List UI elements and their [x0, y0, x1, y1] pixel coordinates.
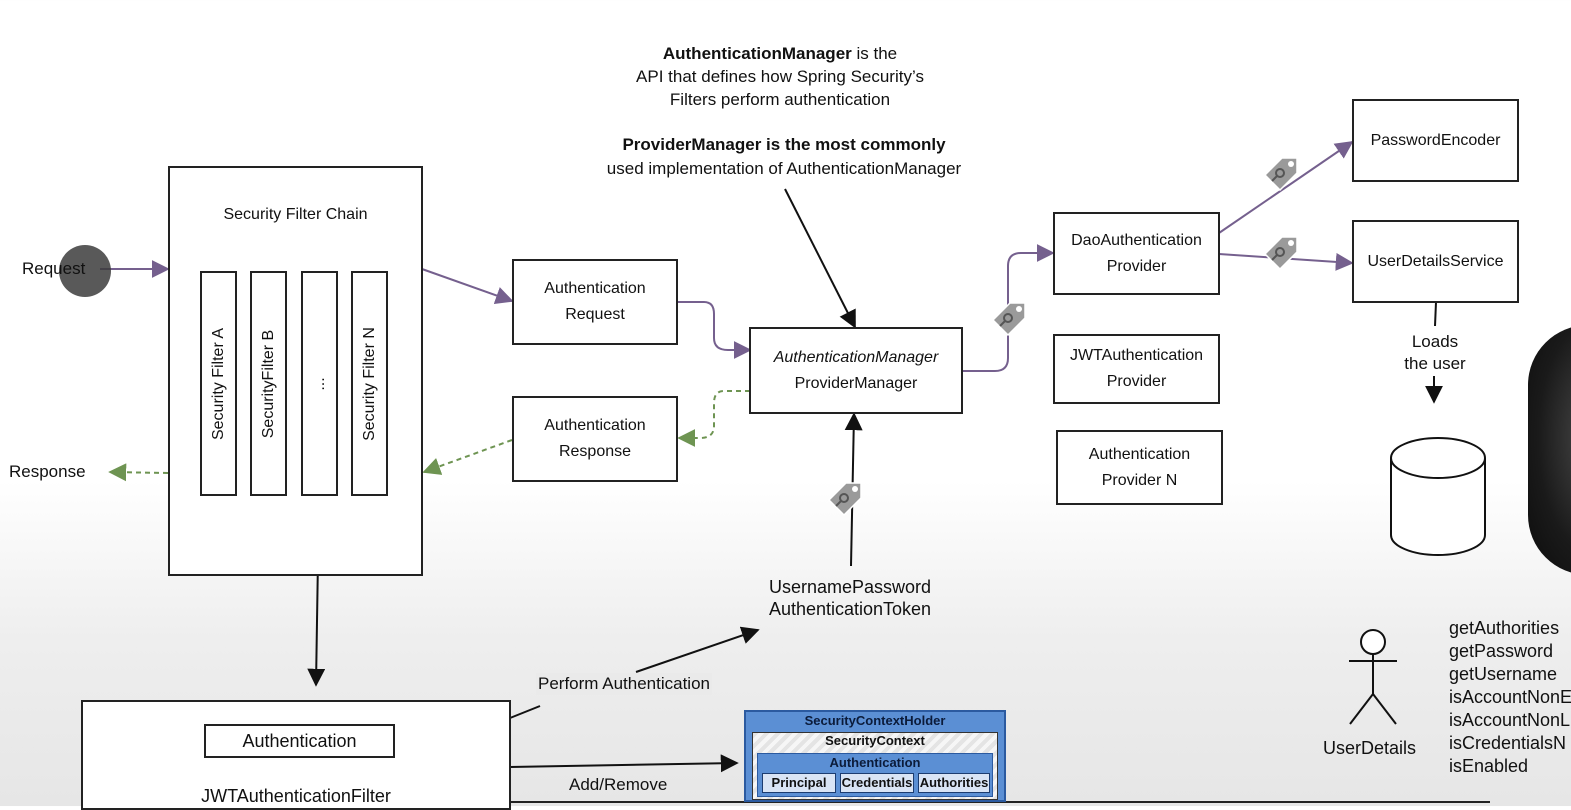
response-label: Response: [9, 462, 86, 481]
key-tag-icon: [991, 302, 1026, 336]
security-filter-b: SecurityFilter B: [250, 271, 287, 496]
authorities-cell: Authorities: [918, 773, 990, 793]
method-item: getAuthorities: [1449, 618, 1560, 638]
security-context-title: SecurityContext: [825, 733, 925, 748]
method-item: isCredentialsN: [1449, 733, 1567, 753]
password-encoder-box: PasswordEncoder: [1352, 99, 1519, 182]
security-context-holder: SecurityContextHolder SecurityContext Au…: [744, 710, 1006, 802]
authentication-object-box: Authentication: [204, 724, 395, 758]
user-details-label: UserDetails: [1323, 738, 1417, 758]
security-context-holder-title: SecurityContextHolder: [804, 713, 946, 728]
key-tag-icon: [1263, 157, 1298, 191]
perform-auth-line-b: [635, 626, 760, 673]
chain-to-request-arrow: [421, 268, 514, 305]
perform-auth-line-a: [509, 705, 541, 719]
caption-pointer-arrow: [784, 188, 856, 329]
principal-cell: Principal: [762, 773, 836, 793]
caption-line-3: Filters perform authentication: [669, 90, 891, 109]
jwt-authentication-filter-box: Authentication JWTAuthenticationFilter: [81, 700, 511, 810]
security-filter-n: Security Filter N: [351, 271, 388, 496]
database-icon: [1390, 437, 1486, 556]
caption-line-5: used implementation of AuthenticationMan…: [606, 159, 962, 178]
manager-to-response-arrow: [677, 390, 750, 447]
method-item: getUsername: [1449, 664, 1558, 684]
caption-line-2: API that defines how Spring Security’s: [636, 67, 924, 86]
cursor-highlight: [59, 245, 111, 297]
security-filter-a: Security Filter A: [200, 271, 237, 496]
user-details-service-box: UserDetailsService: [1352, 220, 1519, 303]
credentials-cell: Credentials: [840, 773, 914, 793]
dao-to-encoder-arrow: [1218, 140, 1354, 234]
security-context: SecurityContext Authentication Principal…: [752, 732, 998, 800]
request-label: Request: [22, 259, 86, 278]
method-item: isAccountNonE: [1449, 687, 1571, 707]
context-authentication: Authentication Principal Credentials Aut…: [757, 753, 993, 797]
response-to-chain-arrow: [422, 439, 513, 475]
request-to-manager-arrow: [678, 301, 752, 359]
jwt-filter-label: JWTAuthenticationFilter: [201, 786, 391, 806]
context-authentication-title: Authentication: [829, 755, 921, 770]
method-item: isAccountNonL: [1449, 710, 1571, 730]
security-filter-chain-title: Security Filter Chain: [223, 206, 368, 223]
key-tag-icon: [827, 482, 862, 516]
add-remove-label: Add/Remove: [569, 775, 668, 794]
security-filter-ellipsis: ...: [301, 271, 338, 496]
uds-line: [1434, 301, 1437, 327]
method-item: isEnabled: [1449, 756, 1529, 776]
caption-line-4: ProviderManager is the most commonly: [622, 135, 946, 154]
caption-line-1: AuthenticationManager is the: [662, 44, 898, 63]
user-actor-icon: [1349, 629, 1397, 725]
key-tag-icon: [1263, 236, 1298, 270]
add-remove-arrow: [509, 754, 739, 773]
method-item: getPassword: [1449, 641, 1554, 661]
perform-authentication-label: Perform Authentication: [536, 673, 712, 695]
presenter-video-overlay: [1528, 325, 1571, 575]
chain-to-response-arrow: [108, 463, 169, 482]
user-details-methods: getAuthorities getPassword getUsername i…: [1449, 617, 1571, 778]
